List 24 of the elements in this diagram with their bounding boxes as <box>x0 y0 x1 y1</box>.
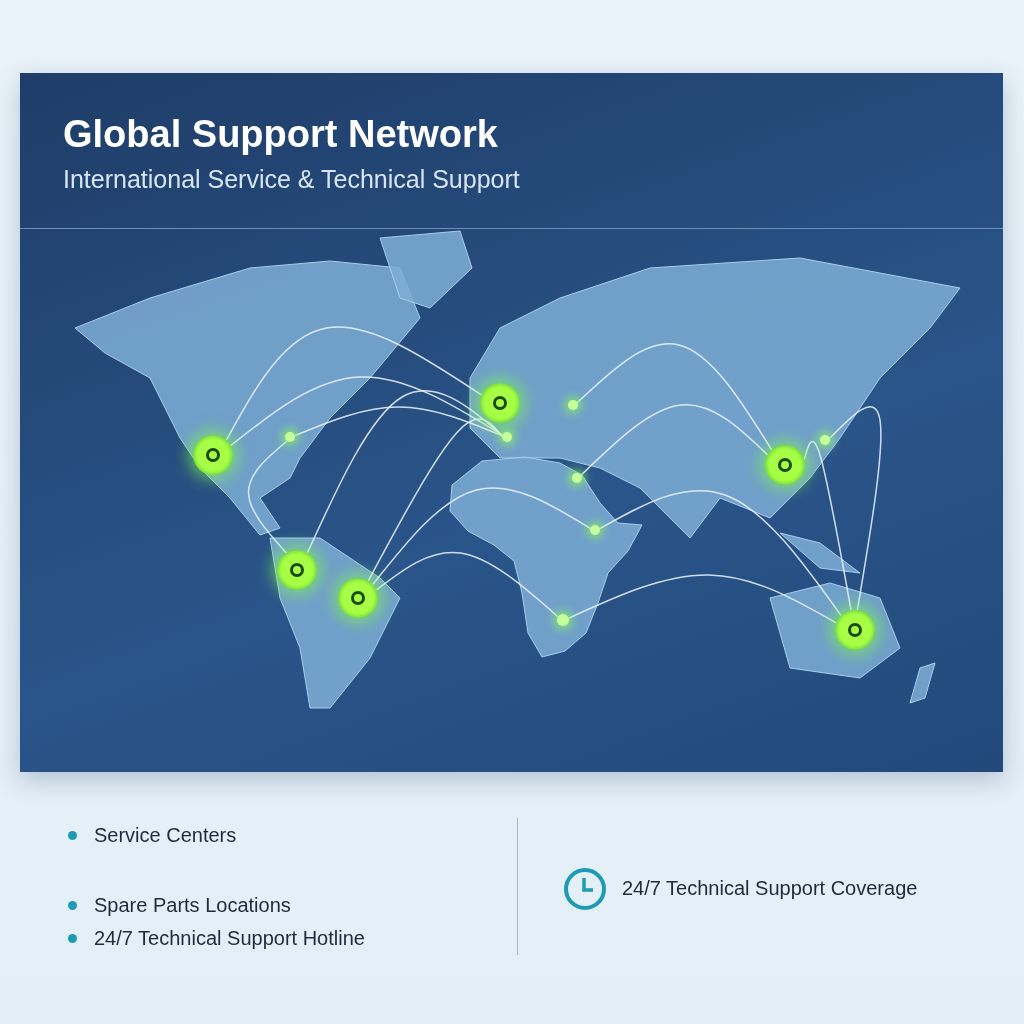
location-dot <box>590 525 600 535</box>
connection-arc <box>375 551 559 618</box>
location-dot <box>568 400 578 410</box>
connection-arc <box>828 406 882 611</box>
legend-text: 24/7 Technical Support Hotline <box>94 927 365 950</box>
connection-arc <box>367 418 503 582</box>
connection-arc <box>247 440 288 554</box>
connection-arc <box>803 440 852 612</box>
connection-arc <box>568 574 838 624</box>
connection-arc <box>372 487 591 586</box>
coverage-text: 24/7 Technical Support Coverage <box>622 877 918 900</box>
legend-text: Spare Parts Locations <box>94 894 291 917</box>
connection-arc <box>306 389 504 554</box>
subtitle: International Service & Technical Support <box>63 165 520 194</box>
location-dot <box>502 432 512 442</box>
legend-text: Service Centers <box>94 824 237 847</box>
connection-arc <box>576 343 773 451</box>
title: Global Support Network <box>63 113 498 156</box>
connection-arc <box>599 490 842 617</box>
location-dot <box>572 473 582 483</box>
connection-arc <box>225 326 483 441</box>
connection-arc <box>580 404 769 476</box>
location-dot <box>820 435 830 445</box>
location-dot <box>285 432 295 442</box>
